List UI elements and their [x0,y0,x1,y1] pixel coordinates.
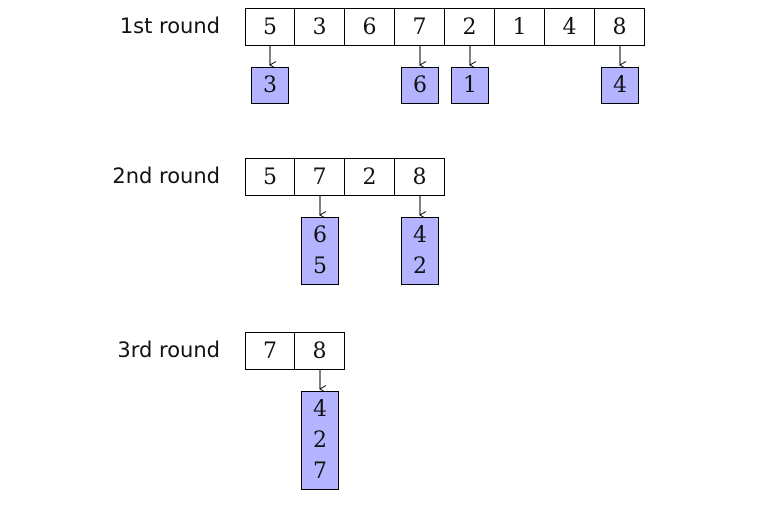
stack-item: 6 [413,73,427,98]
array-cell: 8 [294,332,345,370]
stack-item: 5 [313,254,327,279]
array-cell: 2 [344,158,395,196]
array-cell: 5 [245,8,295,46]
array-cell: 8 [594,8,645,46]
array-cell: 6 [344,8,395,46]
array-cell: 8 [394,158,445,196]
stack-item: 7 [313,459,327,484]
stack-item: 6 [313,223,327,248]
array-cell: 7 [294,158,345,196]
array-cell: 3 [294,8,345,46]
array-cell: 7 [245,332,295,370]
round-label: 2nd round [112,164,220,188]
array-cell: 4 [544,8,595,46]
stack-item: 2 [413,254,427,279]
stack-box: 4 [601,67,639,104]
stack-item: 2 [313,428,327,453]
stack-item: 4 [613,73,627,98]
array-cell: 5 [245,158,295,196]
stack-item: 3 [263,73,277,98]
stack-box: 4 2 7 [301,391,339,490]
round-label: 3rd round [117,338,220,362]
array-cell: 7 [394,8,445,46]
stack-item: 1 [463,73,477,98]
array-cell: 1 [494,8,545,46]
stack-box: 1 [451,67,489,104]
stack-box: 6 [401,67,439,104]
stack-item: 4 [413,223,427,248]
stack-item: 4 [313,397,327,422]
array-cell: 2 [444,8,495,46]
stack-box: 3 [251,67,289,104]
round-label: 1st round [119,14,220,38]
